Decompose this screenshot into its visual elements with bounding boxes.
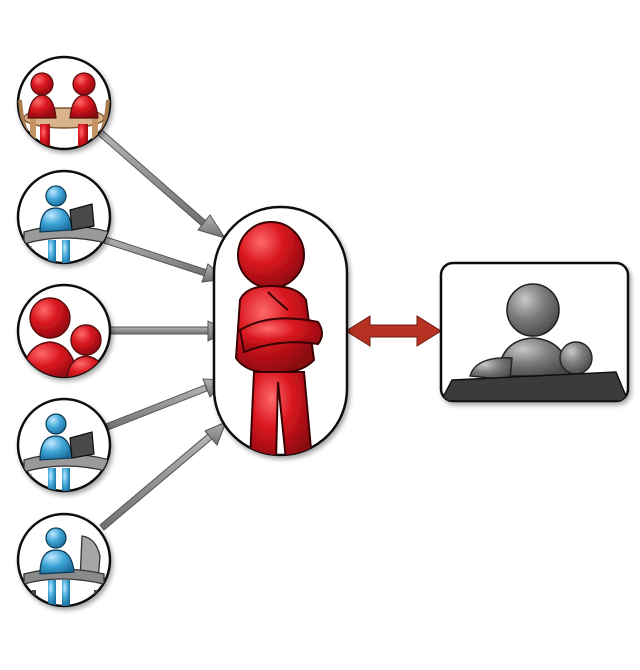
source-computer-user-1: [16, 169, 112, 265]
arrow-user1-to-hub: [103, 236, 227, 283]
hub: [212, 205, 349, 457]
arrow-desk-to-hub: [99, 421, 227, 531]
source-meeting: [16, 55, 112, 151]
source-desk-user: [16, 512, 112, 608]
arrow-user2-to-hub: [105, 378, 227, 431]
red-figure-arms-crossed-icon: [234, 221, 323, 455]
target: [439, 261, 630, 403]
source-pair: [16, 283, 112, 379]
bidirectional-arrow: [345, 315, 442, 347]
inbound-arrows: [97, 129, 230, 531]
source-computer-user-2: [16, 397, 112, 493]
arrow-pair-to-hub: [109, 320, 230, 342]
gray-figure-at-desk-icon: [441, 283, 628, 401]
arrow-meeting-to-hub: [97, 129, 227, 239]
